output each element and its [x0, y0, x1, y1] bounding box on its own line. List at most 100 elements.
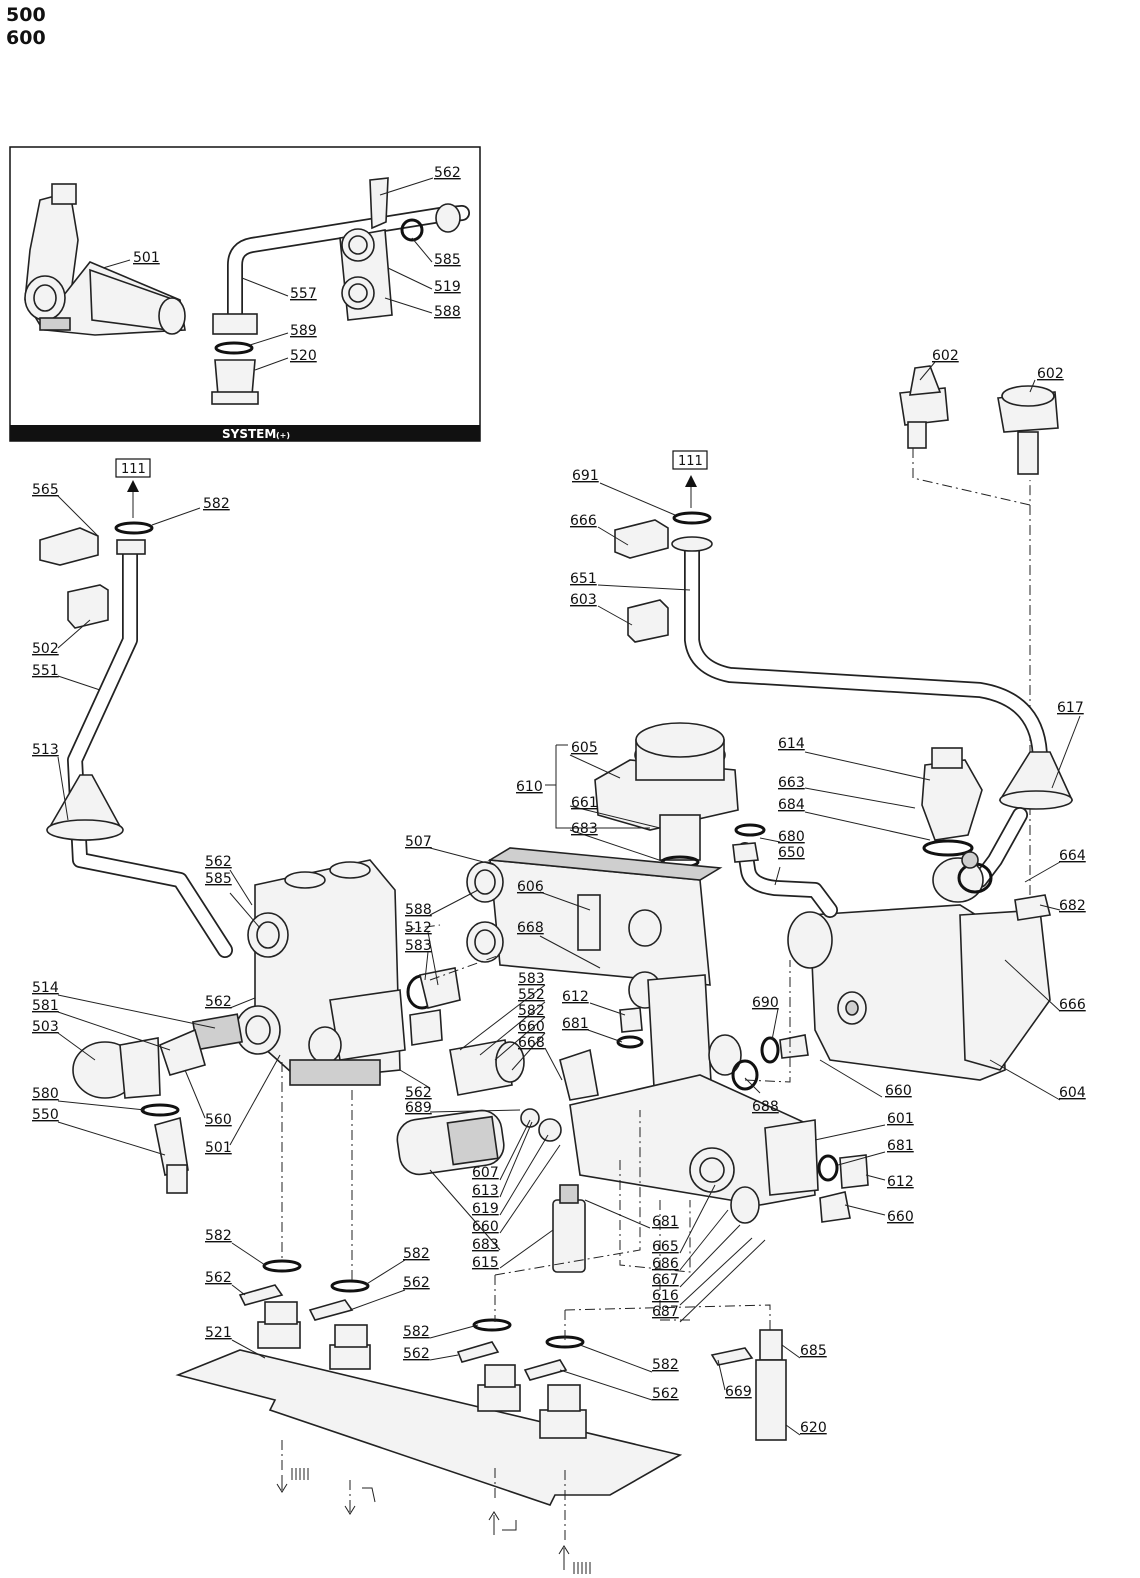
callout-607: 607	[472, 1165, 499, 1181]
callout-521: 521	[205, 1325, 232, 1341]
drain-valve	[710, 1329, 787, 1441]
callout-691: 691	[572, 468, 599, 484]
callout-612-right: 612	[887, 1174, 914, 1190]
callout-660-low: 660	[472, 1219, 499, 1235]
ref-box-left-text: 111	[121, 462, 146, 477]
callout-610: 610	[516, 779, 543, 795]
callout-619: 619	[472, 1201, 499, 1217]
callout-613: 613	[472, 1183, 499, 1199]
left-hydraulic-block	[235, 859, 406, 1086]
callout-581: 581	[32, 998, 59, 1014]
callout-681-right: 681	[887, 1138, 914, 1154]
flow-symbols	[276, 1468, 591, 1574]
callout-582-base3: 582	[403, 1324, 430, 1340]
ref-box-left	[115, 458, 151, 478]
callout-660-right: 660	[887, 1209, 914, 1225]
page-header-line2: 600	[6, 27, 46, 49]
callout-562-base4: 562	[652, 1386, 679, 1402]
callout-582-top: 582	[203, 496, 230, 512]
callout-560: 560	[205, 1112, 232, 1128]
callout-651: 651	[570, 571, 597, 587]
callout-666-top: 666	[570, 513, 597, 529]
callout-602-left: 602	[932, 348, 959, 364]
right-pipe-assembly	[614, 511, 1074, 888]
callout-668-low: 668	[518, 1035, 545, 1051]
callout-650: 650	[778, 845, 805, 861]
callout-550: 550	[32, 1107, 59, 1123]
callout-585-left: 585	[205, 871, 232, 887]
callout-669: 669	[725, 1384, 752, 1400]
callout-588-mid: 588	[405, 902, 432, 918]
callout-589: 589	[290, 323, 317, 339]
callout-501-inset: 501	[133, 250, 160, 266]
callout-615: 615	[472, 1255, 499, 1271]
callout-686: 686	[652, 1256, 679, 1272]
callout-616: 616	[652, 1288, 679, 1304]
callout-681-low: 681	[652, 1214, 679, 1230]
ref-arrows: 111 111	[115, 450, 708, 518]
callout-582-mid: 582	[518, 1003, 545, 1019]
base-plate	[175, 1259, 683, 1506]
callout-667: 667	[652, 1272, 679, 1288]
callout-666-right: 666	[1059, 997, 1086, 1013]
callout-583-right: 583	[518, 971, 545, 987]
left-pipe-assembly	[39, 521, 233, 958]
system-banner: SYSTEM	[222, 427, 276, 441]
callout-562-low: 562	[405, 1085, 432, 1101]
callout-582-base2: 582	[403, 1246, 430, 1262]
diverter-actuator	[594, 722, 983, 909]
inset-valve-body	[24, 183, 186, 336]
ref-box-right	[672, 450, 708, 470]
callout-507: 507	[405, 834, 432, 850]
callout-520: 520	[290, 348, 317, 364]
callout-661: 661	[571, 795, 598, 811]
callout-582-base4: 582	[652, 1357, 679, 1373]
callout-604: 604	[1059, 1085, 1086, 1101]
callout-503: 503	[32, 1019, 59, 1035]
callout-583-mid: 583	[405, 938, 432, 954]
callout-519: 519	[434, 279, 461, 295]
callout-562-mid: 562	[205, 994, 232, 1010]
callout-603: 603	[570, 592, 597, 608]
circulation-pump	[732, 823, 1051, 1081]
leader-lines	[57, 177, 1081, 1436]
ref-box-right-text: 111	[678, 454, 703, 469]
callout-585-inset: 585	[434, 252, 461, 268]
callout-588-inset: 588	[434, 304, 461, 320]
callout-663: 663	[778, 775, 805, 791]
callout-688: 688	[752, 1099, 779, 1115]
callout-687: 687	[652, 1304, 679, 1320]
callout-562-base3: 562	[403, 1346, 430, 1362]
callout-562-base2: 562	[403, 1275, 430, 1291]
callout-513: 513	[32, 742, 59, 758]
callout-562-inset: 562	[434, 165, 461, 181]
plate-heat-exchanger	[466, 847, 723, 1009]
callout-612-top: 612	[562, 989, 589, 1005]
callout-605: 605	[571, 740, 598, 756]
callout-684: 684	[778, 797, 805, 813]
callout-602-right: 602	[1037, 366, 1064, 382]
callout-681-top: 681	[562, 1016, 589, 1032]
callout-551: 551	[32, 663, 59, 679]
callout-502: 502	[32, 641, 59, 657]
callout-685: 685	[800, 1343, 827, 1359]
callout-620: 620	[800, 1420, 827, 1436]
callout-614: 614	[778, 736, 805, 752]
system-inset: SYSTEM (+)	[9, 146, 481, 442]
callout-665: 665	[652, 1239, 679, 1255]
assembly-lines	[281, 924, 791, 1540]
callout-582-base1: 582	[205, 1228, 232, 1244]
callout-660-pump: 660	[885, 1083, 912, 1099]
left-filters	[72, 967, 461, 1194]
callout-labels: 501 562 585 557 519 588 589 520 602 602 …	[32, 165, 1086, 1436]
callout-514: 514	[32, 980, 59, 996]
callout-552: 552	[518, 987, 545, 1003]
callout-660-mid: 660	[518, 1019, 545, 1035]
callout-580: 580	[32, 1086, 59, 1102]
callout-512: 512	[405, 920, 432, 936]
callout-617: 617	[1057, 700, 1084, 716]
system-banner-suffix: (+)	[276, 431, 290, 440]
callout-690: 690	[752, 995, 779, 1011]
callout-562-base1: 562	[205, 1270, 232, 1286]
